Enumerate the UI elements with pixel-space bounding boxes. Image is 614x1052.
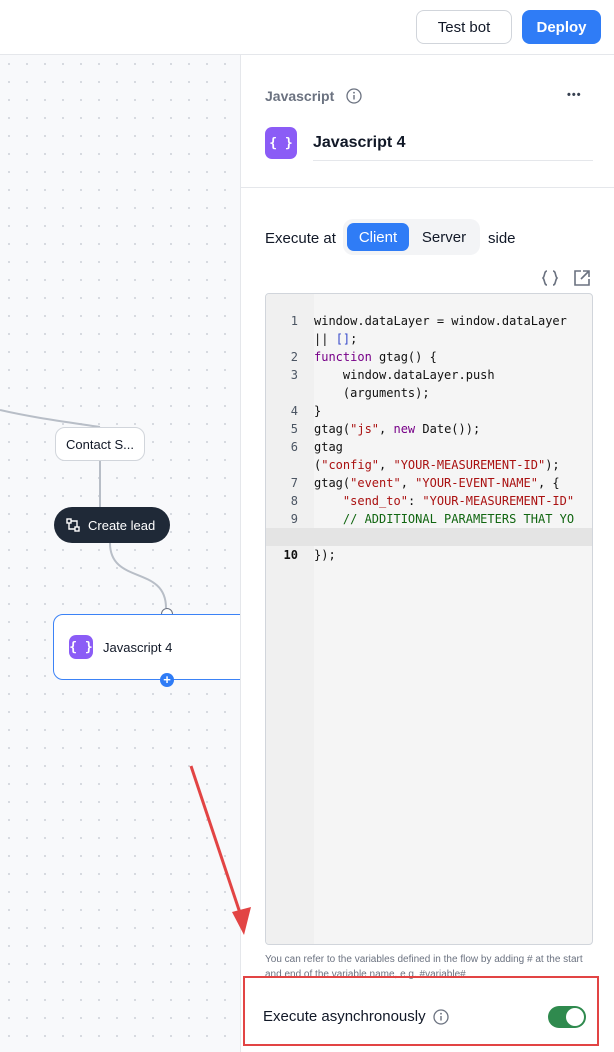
side-label: side xyxy=(488,230,516,247)
info-icon[interactable] xyxy=(433,1009,449,1025)
properties-panel: Javascript ••• { } Javascript 4 Execute … xyxy=(240,55,614,1052)
code-braces-icon: { } xyxy=(265,127,297,159)
code-braces-icon: { } xyxy=(69,635,93,659)
top-bar: Test bot Deploy xyxy=(0,0,614,55)
format-code-icon[interactable] xyxy=(540,268,560,288)
execute-async-toggle[interactable] xyxy=(548,1006,586,1028)
variables-hint: You can refer to the variables defined i… xyxy=(265,954,583,980)
code-line: 4} xyxy=(290,404,322,418)
execution-side-toggle: Client Server xyxy=(343,219,480,255)
panel-type-title: Javascript xyxy=(265,88,335,104)
info-icon[interactable] xyxy=(346,88,362,104)
branch-icon xyxy=(66,518,80,532)
node-name-field[interactable]: Javascript 4 xyxy=(313,134,593,161)
javascript-node-label: Javascript 4 xyxy=(103,639,173,655)
execute-async-label: Execute asynchronously xyxy=(263,1008,426,1025)
server-option[interactable]: Server xyxy=(421,228,467,246)
create-lead-label: Create lead xyxy=(88,517,156,533)
code-line: (arguments); xyxy=(314,386,430,400)
toggle-knob xyxy=(566,1008,584,1026)
code-line: 3 window.dataLayer.push xyxy=(290,368,495,382)
execute-at-label: Execute at xyxy=(265,230,336,247)
code-line: ("config", "YOUR-MEASUREMENT-ID"); xyxy=(314,458,560,472)
more-options-icon[interactable]: ••• xyxy=(567,89,582,101)
javascript-node[interactable]: { } Javascript 4 xyxy=(53,614,240,680)
line-number-gutter xyxy=(266,294,314,944)
add-step-button[interactable]: + xyxy=(160,673,174,687)
test-bot-button[interactable]: Test bot xyxy=(416,10,512,44)
code-line: U MAY WANT TO PASS xyxy=(266,510,592,544)
code-line: 8 "send_to": "YOUR-MEASUREMENT-ID" xyxy=(290,494,575,508)
flow-canvas[interactable]: Contact S... Create lead { } Javascript … xyxy=(0,55,240,1052)
contact-node[interactable]: Contact S... xyxy=(55,427,145,461)
create-lead-node[interactable]: Create lead xyxy=(54,507,170,543)
external-link-icon[interactable] xyxy=(572,268,592,288)
code-line: 9 // ADDITIONAL PARAMETERS THAT YO xyxy=(290,512,575,526)
panel-header: Javascript ••• { } Javascript 4 xyxy=(241,55,614,188)
deploy-button[interactable]: Deploy xyxy=(522,10,601,44)
client-option[interactable]: Client xyxy=(347,223,409,251)
code-line-active: 10}); xyxy=(266,528,592,562)
highlight-box xyxy=(243,976,599,1046)
code-line: || []; xyxy=(314,332,358,346)
flow-edges xyxy=(0,409,167,609)
